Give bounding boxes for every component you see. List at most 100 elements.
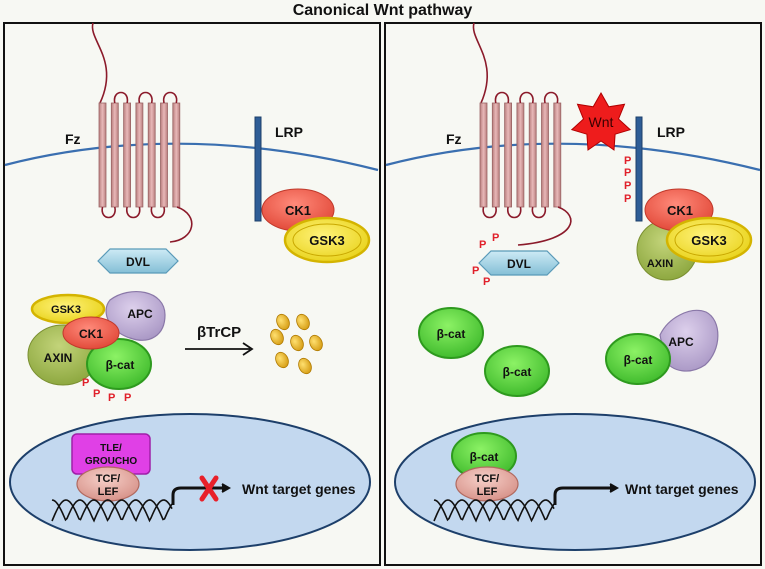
fz-extracellular-loop — [543, 91, 559, 104]
tcf-label: TCF/ — [96, 473, 120, 485]
fz-intracellular-loop — [150, 206, 166, 219]
phospho-mark: P — [108, 392, 115, 404]
bcat-free-label: β-cat — [503, 365, 532, 379]
fz-transmembrane-helix — [516, 102, 525, 208]
bcat-apc-bound — [605, 333, 671, 385]
fz-transmembrane-helix — [135, 102, 144, 208]
degraded-fragment — [290, 334, 304, 352]
cell-membrane — [4, 142, 379, 172]
wnt-target-genes-label: Wnt target genes — [242, 481, 356, 497]
wnt-target-genes-label: Wnt target genes — [625, 481, 739, 497]
fz-extracellular-loop — [494, 91, 510, 104]
fz-transmembrane-helix — [541, 102, 549, 208]
fz-label: Fz — [65, 131, 81, 147]
lrp-label: LRP — [275, 124, 303, 140]
dna-helix-left — [51, 499, 173, 523]
fz-transmembrane-helix — [491, 102, 500, 208]
tle-label: TLE/ — [100, 443, 122, 454]
fz-transmembrane-helix — [123, 102, 131, 208]
dvl — [478, 250, 560, 276]
bcat-complex — [86, 338, 152, 390]
gsk3-complex — [30, 293, 106, 325]
bcat-free-label: β-cat — [437, 327, 466, 341]
gsk3-membrane-label: GSK3 — [309, 233, 344, 248]
gsk3-label: GSK3 — [691, 233, 726, 248]
fz-transmembrane-helix — [110, 102, 119, 208]
fz-extracellular-loop — [113, 91, 129, 104]
fz-extracellular-loop — [162, 91, 178, 104]
dvl-phospho-mark: P — [483, 276, 490, 288]
frizzled-receptor — [91, 22, 193, 243]
dna-strand — [51, 499, 173, 523]
fz-transmembrane-helix — [479, 102, 488, 208]
lef-label: LEF — [98, 486, 119, 498]
fz-c-terminus — [517, 206, 572, 246]
apc — [659, 309, 719, 372]
panel-wnt-off: Fz LRP CK1 GSK3 DVL APC AXIN GSK3 β-cat … — [3, 22, 381, 566]
bcat-nuclear-label: β-cat — [470, 450, 499, 464]
degraded-fragment — [298, 357, 312, 375]
destruction-complex: APC AXIN GSK3 β-cat CK1 P P P P — [27, 291, 166, 404]
dvl-phospho-mark: P — [492, 232, 499, 244]
fz-c-terminus — [169, 206, 193, 243]
axin-complex-label: AXIN — [44, 351, 73, 365]
dna-strand — [433, 499, 555, 522]
apc-complex-label: APC — [127, 307, 153, 321]
fz-transmembrane-helix — [504, 102, 513, 208]
axin-label: AXIN — [647, 258, 673, 270]
bcat-free — [484, 345, 550, 397]
figure-title: Canonical Wnt pathway — [0, 0, 765, 22]
degradation-arrowhead — [242, 342, 254, 356]
transcription-arrowhead — [609, 483, 620, 493]
transcription-start-arrow — [553, 486, 613, 505]
gsk3-membrane — [283, 216, 371, 264]
fz-transmembrane-helix — [172, 102, 181, 208]
ck1-complex — [62, 316, 120, 350]
gsk3-membrane-inner — [292, 223, 362, 257]
dvl-phospho-mark: P — [479, 239, 486, 251]
fz-transmembrane-helix — [160, 102, 168, 208]
fz-n-terminus — [472, 22, 488, 104]
dvl-label: DVL — [507, 257, 531, 271]
transcription-start-arrow — [171, 486, 225, 505]
tcf-label: TCF/ — [475, 473, 499, 485]
bcat-complex-label: β-cat — [106, 358, 135, 372]
gsk3-inner — [674, 223, 744, 257]
wnt-ligand — [570, 91, 632, 151]
dvl-label: DVL — [126, 255, 150, 269]
groucho-label: GROUCHO — [85, 456, 137, 467]
phospho-mark: P — [124, 392, 131, 404]
cell-membrane — [385, 142, 761, 172]
fz-intracellular-loop — [482, 206, 497, 219]
fz-transmembrane-helix — [147, 102, 156, 208]
dna-strand — [433, 499, 555, 523]
dvl — [97, 248, 179, 274]
fz-extracellular-loop — [138, 91, 153, 104]
lrp-receptor — [635, 116, 643, 222]
fz-label: Fz — [446, 131, 462, 147]
lef-label: LEF — [477, 486, 498, 498]
dvl-phospho-mark: P — [472, 265, 479, 277]
ck1-complex-label: CK1 — [79, 327, 103, 341]
lrp-phospho-mark: P — [624, 180, 631, 192]
degraded-fragment — [296, 313, 310, 331]
fz-intracellular-loop — [101, 206, 116, 219]
panel-wnt-on: Fz Wnt LRP P P P P AXIN CK1 GSK3 DVL P P… — [384, 22, 762, 566]
fz-intracellular-loop — [531, 206, 547, 219]
degraded-fragment — [275, 351, 289, 369]
frizzled-receptor — [472, 22, 572, 246]
btrcp-label: βTrCP — [197, 324, 241, 341]
fz-intracellular-loop — [126, 206, 141, 219]
degraded-fragment — [276, 313, 290, 331]
bcat-free — [418, 307, 484, 359]
fz-transmembrane-helix — [553, 102, 562, 208]
ck1-membrane-label: CK1 — [285, 203, 311, 218]
tcf-lef-left — [76, 466, 140, 502]
phospho-mark: P — [93, 388, 100, 400]
block-x-icon — [199, 475, 219, 502]
gsk3 — [665, 216, 753, 264]
lrp-label: LRP — [657, 124, 685, 140]
wnt-label: Wnt — [589, 114, 614, 130]
fz-intracellular-loop — [507, 206, 522, 219]
